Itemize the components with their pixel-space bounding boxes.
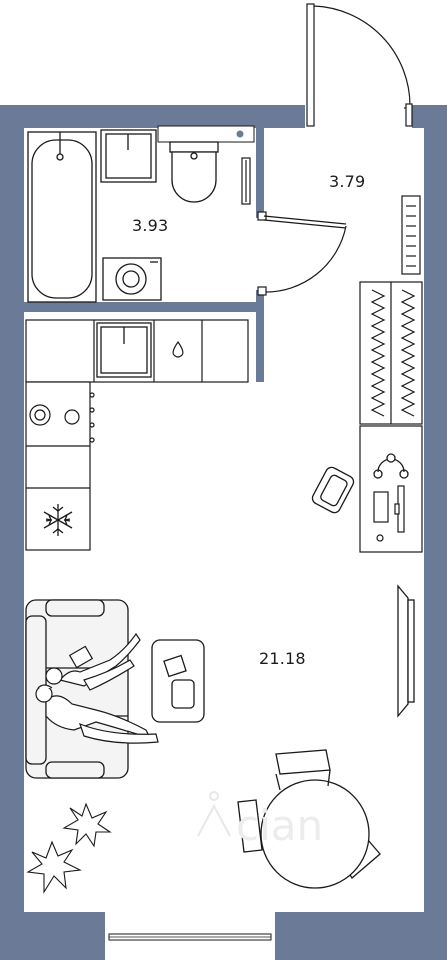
desk [359,425,423,553]
entry-door[interactable] [306,3,413,127]
entry-opening [305,100,412,130]
bathroom-sink [100,129,157,183]
wardrobe [359,281,423,425]
towel-rail [241,157,251,205]
watermark-text: cian [236,801,323,850]
toilet [169,141,219,203]
bathroom-area-label: 3.93 [132,216,169,235]
dining-set [237,749,381,889]
coffee-table [151,639,205,723]
wall-bath-right [256,128,264,218]
living-room-area-label: 21.18 [259,649,306,668]
window-handle [236,130,244,138]
window-bottom [105,912,275,960]
kitchen-sink [96,322,152,378]
water-drop-icon [172,340,184,358]
washing-machine [102,257,162,301]
wall-bath-right-lower [256,290,264,382]
desk-chair [311,466,355,514]
bathroom-door[interactable] [257,211,347,296]
stove [29,392,95,443]
headphones-icon [373,453,409,479]
bathtub [27,131,97,303]
wall-bath-bottom [24,302,264,312]
watermark [197,791,231,837]
snowflake-icon [43,504,73,536]
plant-icon [26,802,112,894]
tv [397,584,415,718]
hallway-area-label: 3.79 [329,172,366,191]
people-on-sofa [35,632,159,744]
hallway-radiator [401,195,421,275]
